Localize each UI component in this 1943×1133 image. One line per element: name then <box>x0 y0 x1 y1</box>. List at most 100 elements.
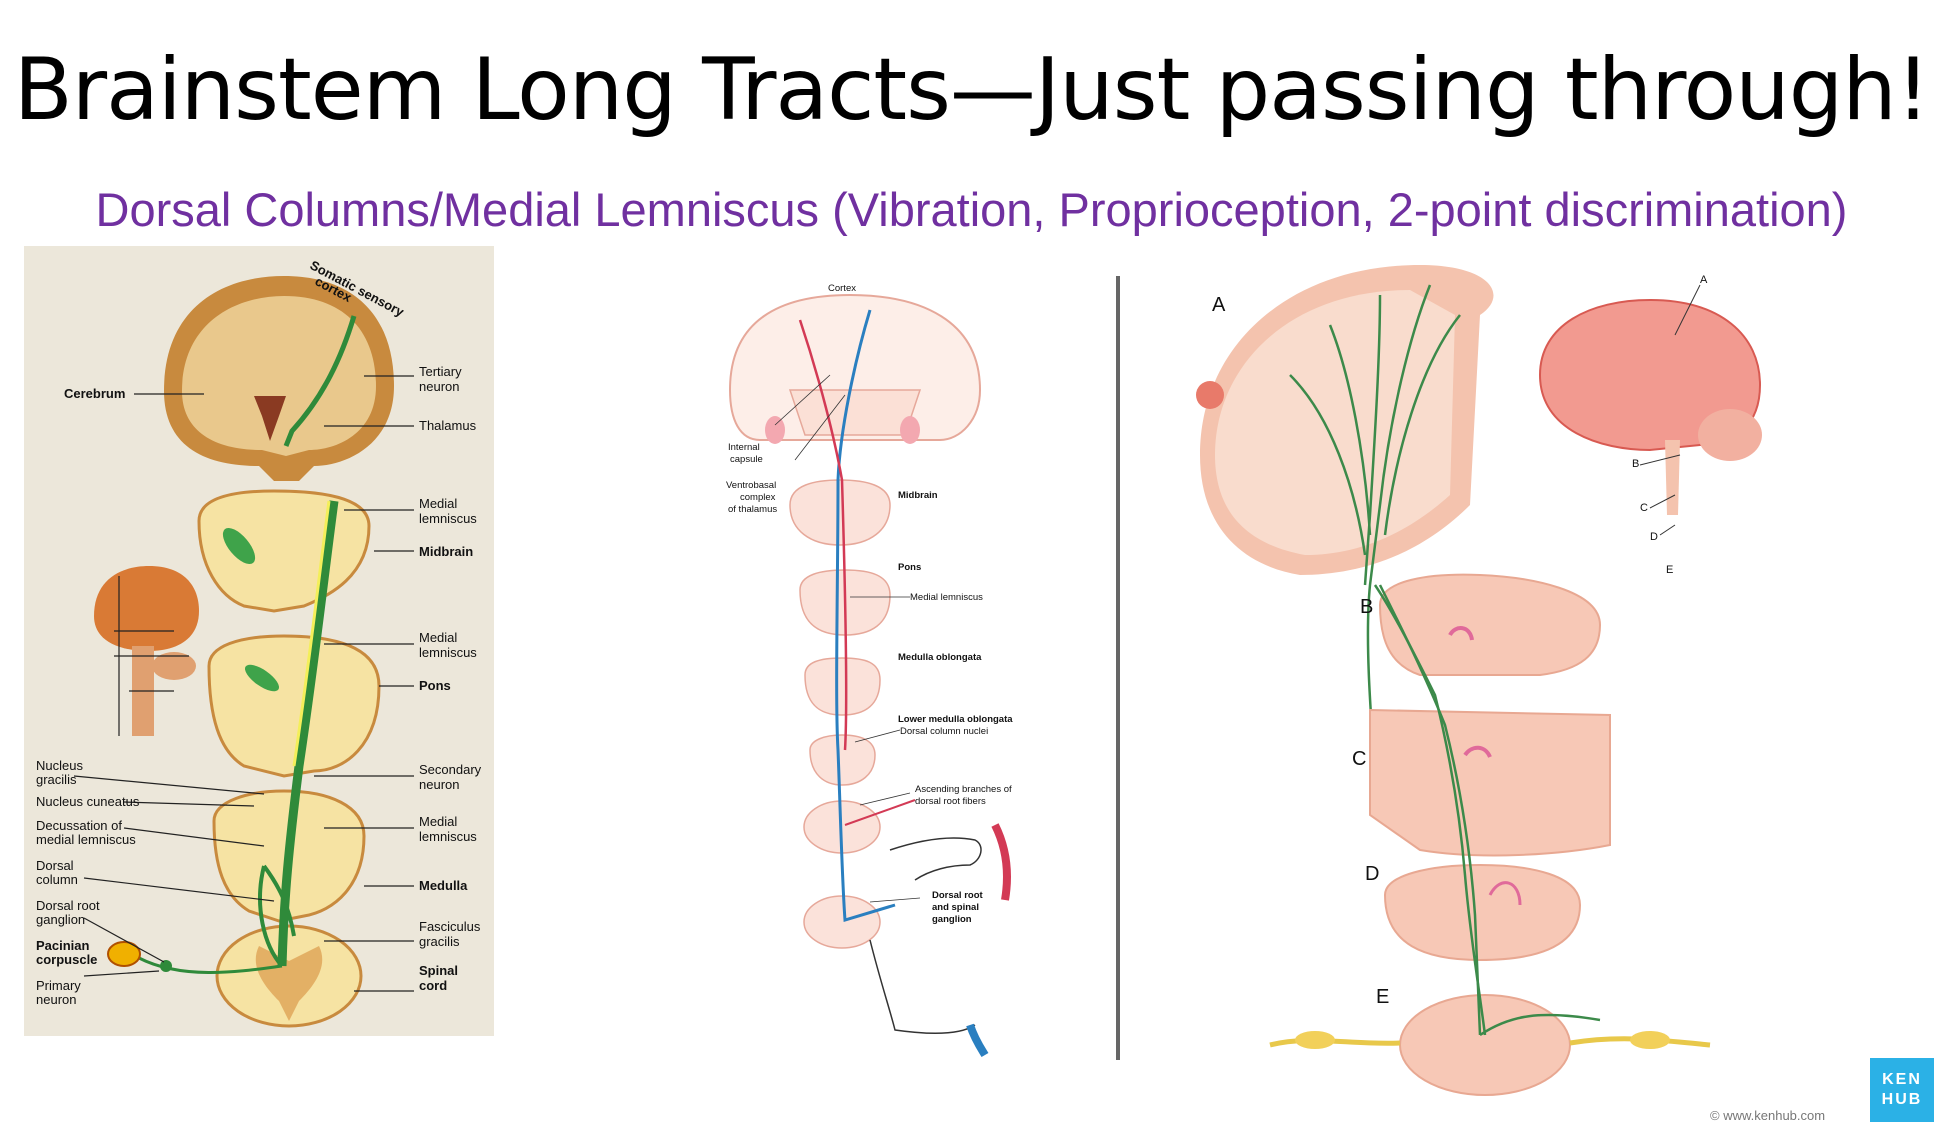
dorsal-column-pathway-diagram: Somatic sensory cortex Cerebrum Tertiary… <box>24 246 494 1036</box>
label-ml2-b: lemniscus <box>419 645 477 660</box>
label-dorsal-column-1: Dorsal <box>36 858 74 873</box>
label-C: C <box>1352 748 1366 770</box>
label-nucleus-gracilis-1: Nucleus <box>36 758 83 773</box>
inset-brain <box>94 566 199 651</box>
tertiary-neuron-tract <box>283 315 357 447</box>
label-medial-lemniscus: Medial lemniscus <box>910 592 983 603</box>
label-ml3-b: lemniscus <box>419 829 477 844</box>
decussation-tract <box>258 864 296 968</box>
lemniscus-B <box>1448 626 1474 641</box>
tract-highlight <box>292 500 331 767</box>
inset-label-B: B <box>1632 458 1639 470</box>
label-fasciculus-2: gracilis <box>419 934 460 949</box>
label-cerebrum: Cerebrum <box>64 386 125 401</box>
label-medulla-oblongata: Medulla oblongata <box>898 652 982 663</box>
red-tract <box>798 319 848 751</box>
blue-tract <box>835 309 896 922</box>
label-B: B <box>1360 596 1373 618</box>
section-E-spinal-cord <box>1399 994 1571 1096</box>
label-ascending-1: Ascending branches of <box>915 784 1012 795</box>
red-root <box>844 799 916 826</box>
pacinian-corpuscle-shape <box>107 941 141 967</box>
label-ventrobasal-3: of thalamus <box>728 504 777 515</box>
lemniscal-schematic: Cortex Internal capsule Ventrobasal comp… <box>726 283 1013 1058</box>
drg-left <box>1295 1031 1335 1049</box>
label-lower-medulla: Lower medulla oblongata <box>898 714 1013 725</box>
label-thalamus: Thalamus <box>419 418 477 433</box>
copyright-text: © www.kenhub.com <box>1710 1108 1826 1123</box>
ventricle-shape <box>254 396 286 441</box>
inset-label-A: A <box>1700 274 1708 286</box>
label-tertiary-2: neuron <box>419 379 459 394</box>
logo-line-2: HUB <box>1881 1091 1923 1108</box>
label-primary-1: Primary <box>36 978 81 993</box>
label-ascending-2: dorsal root fibers <box>915 796 986 807</box>
nerve-root-left <box>1269 1037 1401 1048</box>
label-D: D <box>1365 863 1379 885</box>
brainstem-fibers <box>1373 584 1601 1037</box>
cortex-fibers <box>1289 284 1461 776</box>
label-spinal-2: cord <box>419 978 447 993</box>
hand-nerve-red <box>991 823 1011 901</box>
diagram-panel-right: A B C D E A B C D E <box>1180 255 1880 1105</box>
label-pacinian-1: Pacinian <box>36 938 90 953</box>
inset-label-E: E <box>1666 564 1673 576</box>
inset-brainstem <box>1665 440 1680 515</box>
label-internal-capsule-2: capsule <box>730 454 763 465</box>
pons-lemniscus-left <box>244 664 280 692</box>
foot-outline <box>869 939 976 1035</box>
section-D-medulla <box>1383 863 1582 962</box>
basal-ganglia-right <box>900 416 920 444</box>
label-secondary-2: neuron <box>419 777 459 792</box>
label-pons: Pons <box>419 678 451 693</box>
midbrain-lemniscus-left <box>222 527 256 565</box>
label-ventrobasal-2: complex <box>740 492 776 503</box>
label-drsg-2: and spinal <box>932 902 979 913</box>
inset-label-C: C <box>1640 502 1648 514</box>
label-pons: Pons <box>898 562 921 573</box>
section-C-pons <box>1369 708 1611 857</box>
label-primary-2: neuron <box>36 992 76 1007</box>
scalp-detail <box>1196 381 1224 409</box>
spinal-grey-matter <box>255 946 323 1021</box>
label-internal-capsule-1: Internal <box>728 442 760 453</box>
nuclei-D <box>1488 881 1522 906</box>
label-A: A <box>1212 294 1226 316</box>
slide-title: Brainstem Long Tracts—Just passing throu… <box>13 40 1931 140</box>
lower-medulla-schematic <box>809 734 876 786</box>
label-ml1-a: Medial <box>419 496 457 511</box>
label-drg-1: Dorsal root <box>36 898 100 913</box>
label-decussation-1: Decussation of <box>36 818 122 833</box>
label-ml3-a: Medial <box>419 814 457 829</box>
drg-shape <box>160 960 172 972</box>
label-ml1-b: lemniscus <box>419 511 477 526</box>
cortex-white <box>1215 290 1455 555</box>
kenhub-pathway-illustration: A B C D E A B C D E <box>1196 265 1762 1096</box>
label-midbrain: Midbrain <box>419 544 473 559</box>
label-pacinian-2: corpuscle <box>36 952 97 967</box>
label-tertiary-1: Tertiary <box>419 364 462 379</box>
label-cortex: Cortex <box>828 283 856 294</box>
label-drsg-3: ganglion <box>932 914 972 925</box>
hand-outline <box>889 837 982 881</box>
label-ventrobasal-1: Ventrobasal <box>726 480 776 491</box>
slide-subtitle: Dorsal Columns/Medial Lemniscus (Vibrati… <box>95 183 1848 236</box>
label-drg-2: ganglion <box>36 912 85 927</box>
pons-section <box>207 634 381 778</box>
label-midbrain: Midbrain <box>898 490 938 501</box>
label-ml2-a: Medial <box>419 630 457 645</box>
inset-cerebellum <box>152 652 196 680</box>
foot-nerve-blue <box>966 1023 989 1058</box>
medulla-schematic <box>804 657 881 716</box>
primary-neuron-tract <box>138 956 283 974</box>
cerebrum-white-matter <box>182 296 376 456</box>
label-E: E <box>1376 986 1389 1008</box>
lumbar-cord-schematic <box>803 895 881 949</box>
label-dorsal-column-2: column <box>36 872 78 887</box>
drg-right <box>1630 1031 1670 1049</box>
label-spinal-1: Spinal <box>419 963 458 978</box>
diagram-panel-left: Somatic sensory cortex Cerebrum Tertiary… <box>24 246 494 1036</box>
label-secondary-1: Secondary <box>419 762 482 777</box>
label-fasciculus-1: Fasciculus <box>419 919 481 934</box>
inset-cerebellum <box>1698 409 1762 461</box>
